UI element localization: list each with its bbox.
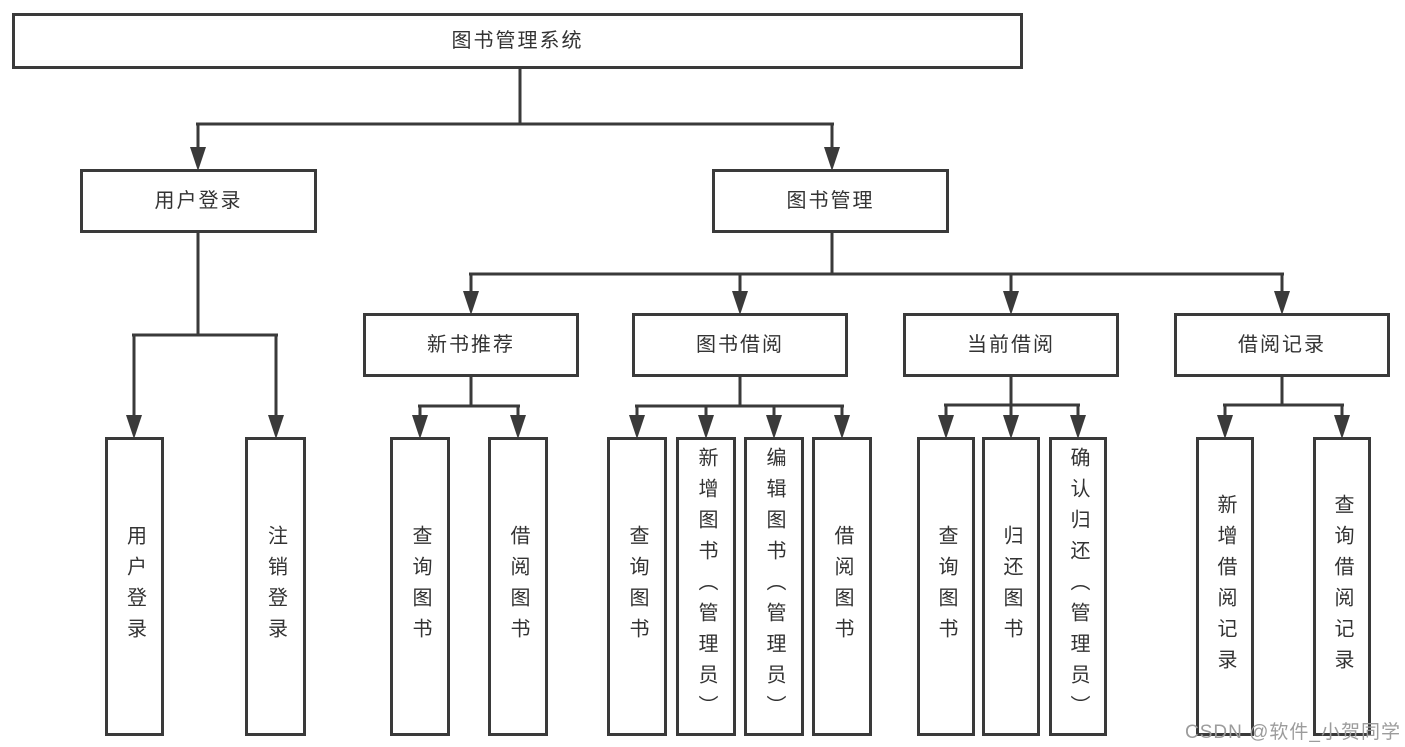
leaf-newrec-borrow-book: 借阅图书 — [488, 437, 548, 736]
node-book-management: 图书管理 — [712, 169, 949, 233]
leaf-current-query-book: 查询图书 — [917, 437, 975, 736]
node-borrow-records: 借阅记录 — [1174, 313, 1390, 377]
node-book-borrow: 图书借阅 — [632, 313, 848, 377]
node-system-root: 图书管理系统 — [12, 13, 1023, 69]
connector-records-to-leaves — [1217, 377, 1350, 439]
leaf-borrow-query-book: 查询图书 — [607, 437, 667, 736]
connector-borrow-to-leaves — [629, 377, 850, 439]
leaf-user-login: 用户登录 — [105, 437, 164, 736]
node-current-borrow: 当前借阅 — [903, 313, 1119, 377]
connector-login-to-leaves — [126, 233, 284, 439]
leaf-current-confirm-return-admin: 确认归还（管理员） — [1049, 437, 1107, 736]
leaf-borrow-borrow-book: 借阅图书 — [812, 437, 872, 736]
leaf-records-query-record: 查询借阅记录 — [1313, 437, 1371, 736]
connector-root-to-level2 — [190, 69, 840, 171]
leaf-logout: 注销登录 — [245, 437, 306, 736]
connector-newrec-to-leaves — [412, 377, 526, 439]
connector-mgmt-to-level3 — [463, 233, 1290, 315]
connector-current-to-leaves — [938, 377, 1086, 439]
leaf-current-return-book: 归还图书 — [982, 437, 1040, 736]
node-user-login: 用户登录 — [80, 169, 317, 233]
leaf-borrow-add-book-admin: 新增图书（管理员） — [676, 437, 736, 736]
leaf-records-add-record: 新增借阅记录 — [1196, 437, 1254, 736]
leaf-borrow-edit-book-admin: 编辑图书（管理员） — [744, 437, 804, 736]
leaf-newrec-query-book: 查询图书 — [390, 437, 450, 736]
node-new-book-recommend: 新书推荐 — [363, 313, 579, 377]
